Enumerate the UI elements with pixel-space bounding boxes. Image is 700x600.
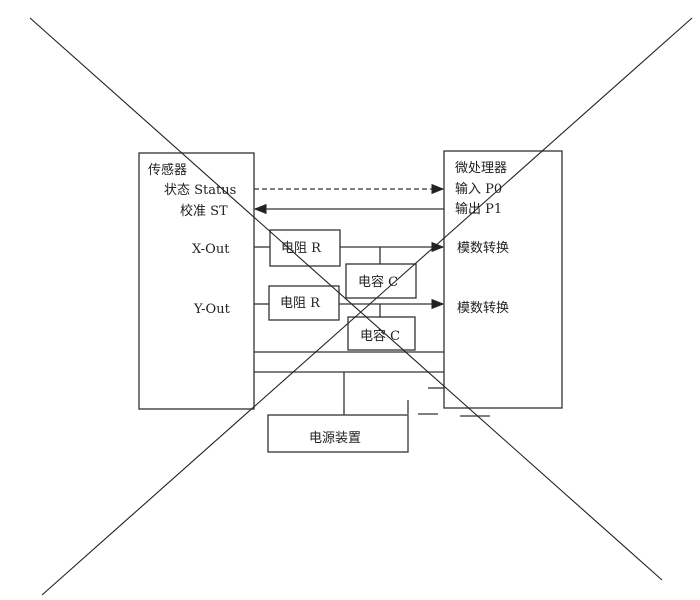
sensor-status-label: 状态 Status <box>164 183 236 198</box>
resistor-label-2: 电阻 R <box>280 296 321 311</box>
mcu-adc-label-1: 模数转换 <box>457 241 509 256</box>
sensor-y-out-label: Y-Out <box>193 302 231 317</box>
power-supply-box <box>267 414 409 453</box>
capacitor-label-1: 电容 C <box>358 274 398 290</box>
mcu-output-label: 输出 P1 <box>455 201 502 217</box>
capacitor-box-1 <box>345 263 417 299</box>
mcu-adc-label-2: 模数转换 <box>457 301 509 316</box>
power-supply-label: 电源装置 <box>309 431 361 446</box>
sensor-x-out-label: X-Out <box>192 242 230 257</box>
capacitor-box-2 <box>347 316 416 351</box>
mcu-title: 微处理器 <box>455 161 507 176</box>
sensor-title: 传感器 <box>148 162 187 178</box>
resistor-box-1 <box>269 229 341 267</box>
sensor-block <box>138 152 255 410</box>
mcu-input-label: 输入 P0 <box>455 181 502 197</box>
resistor-label-1: 电阻 R <box>281 241 322 256</box>
mcu-block <box>443 150 563 409</box>
resistor-box-2 <box>268 285 340 321</box>
cross-mark-line-2 <box>41 17 693 596</box>
capacitor-label-2: 电容 C <box>360 328 400 344</box>
sensor-calibrate-label: 校准 ST <box>180 203 228 219</box>
cross-mark-line-1 <box>29 17 663 581</box>
